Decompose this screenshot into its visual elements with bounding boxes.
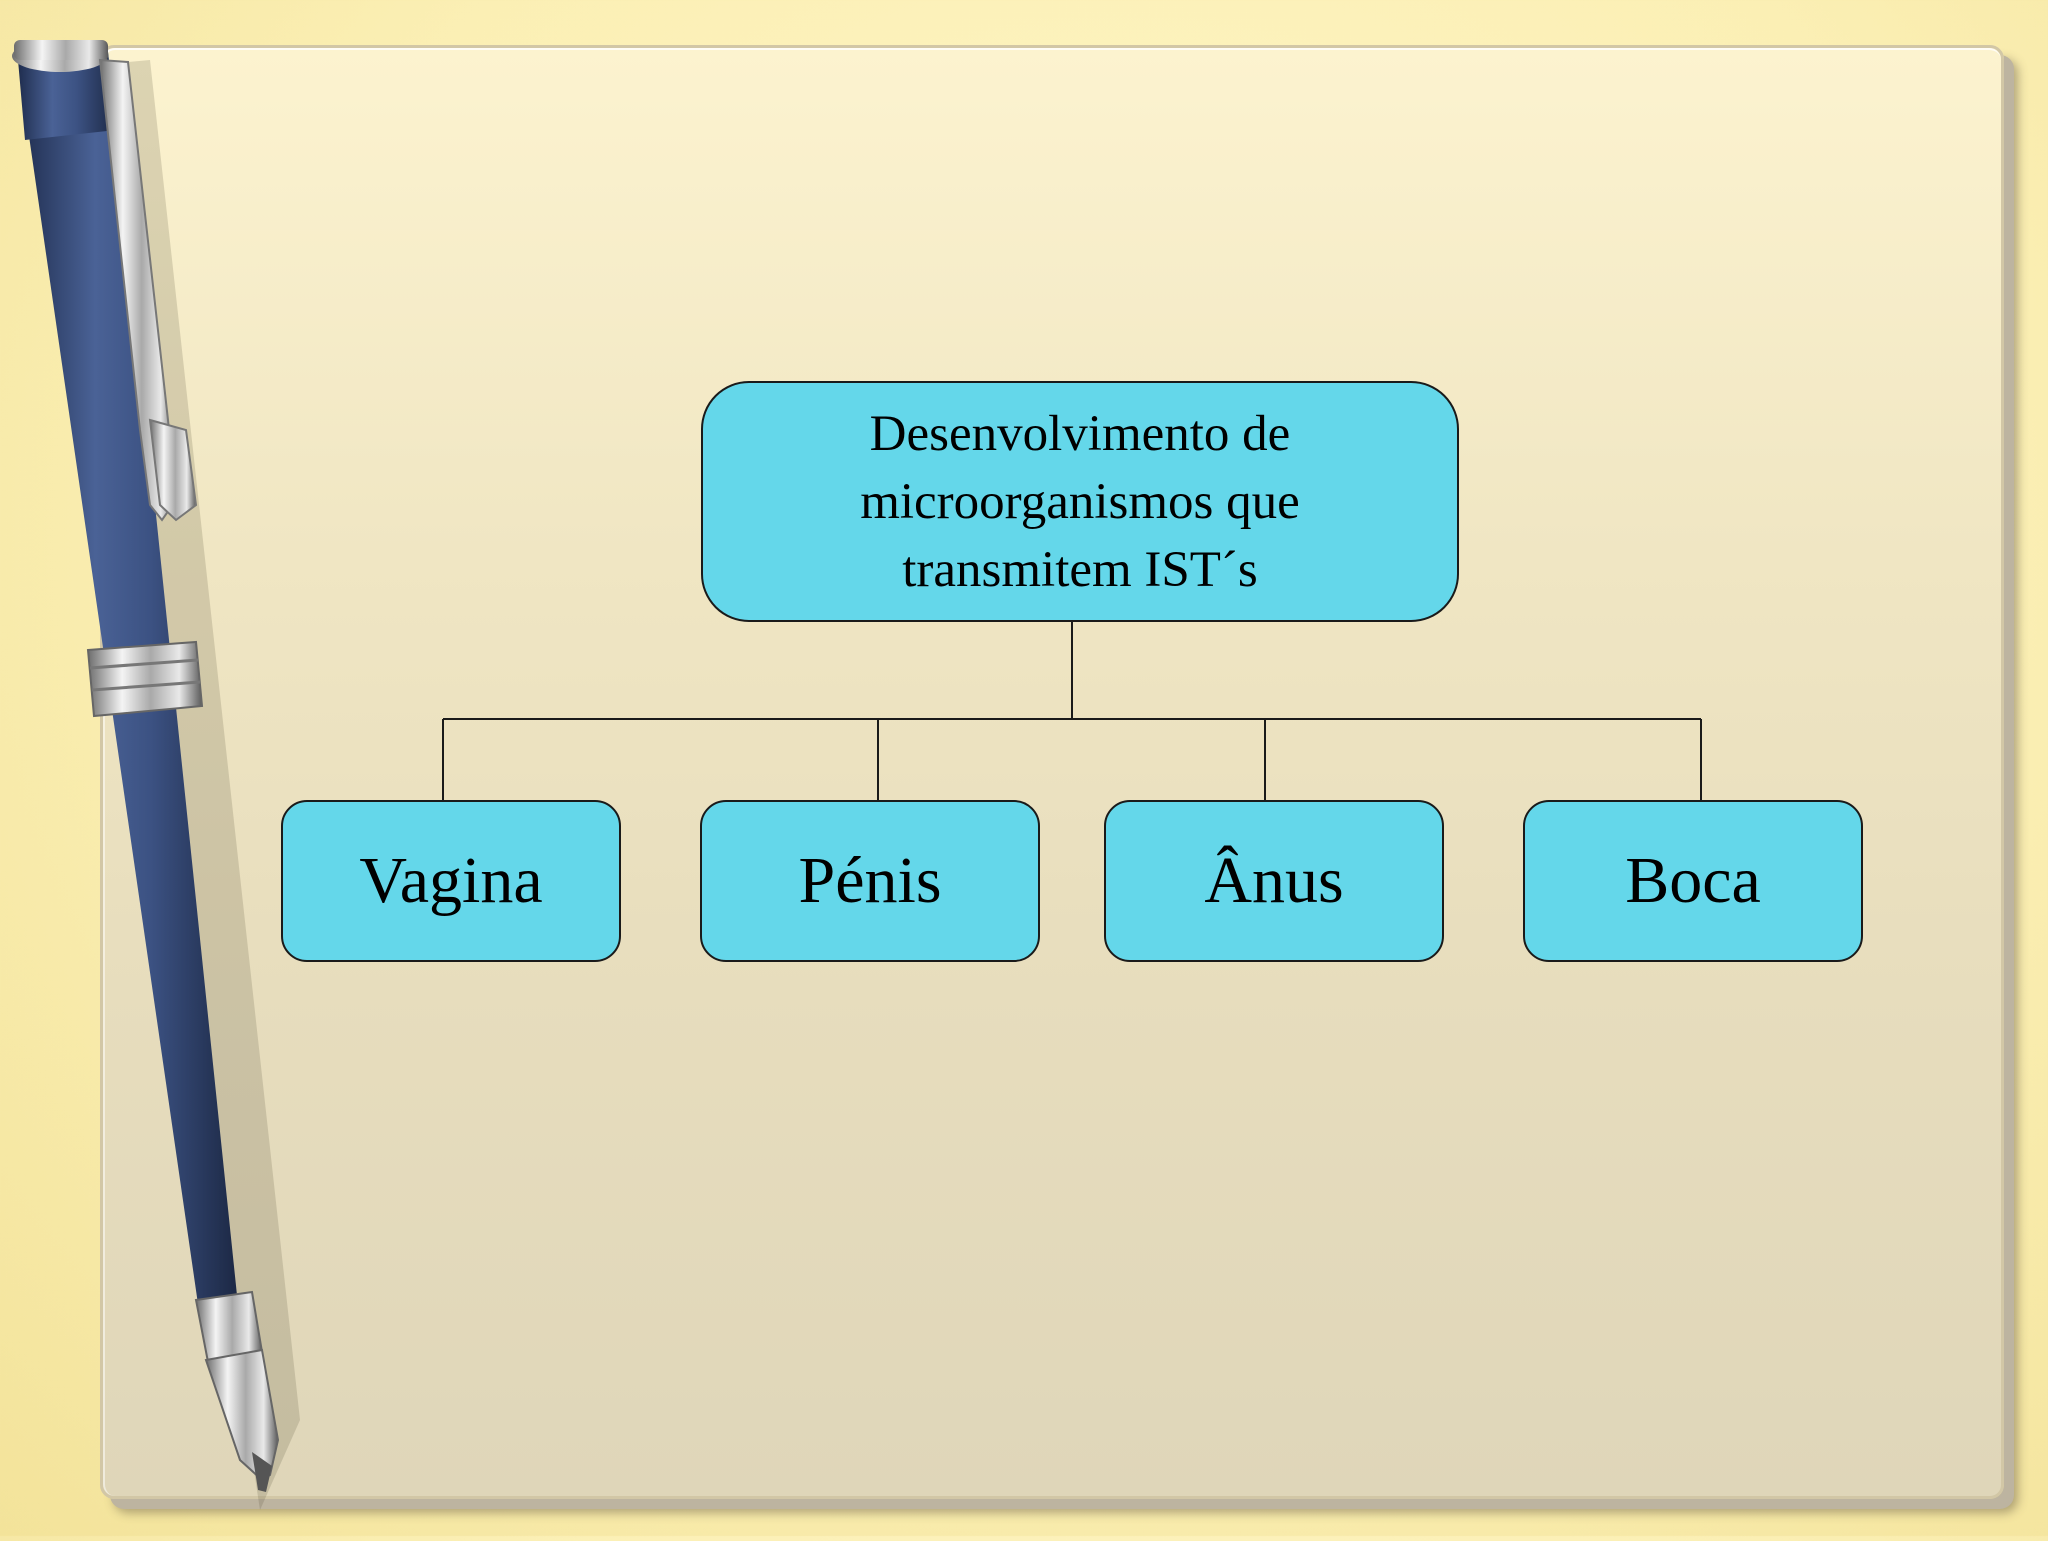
pen-icon xyxy=(12,40,300,1510)
root-node-label: Desenvolvimento de microorganismos que t… xyxy=(860,405,1300,598)
child-node-label: Pénis xyxy=(798,844,942,917)
slide-panel xyxy=(100,45,2004,1499)
child-node-label: Vagina xyxy=(359,844,543,917)
child-node-label: Boca xyxy=(1625,844,1761,917)
child-node-label: Ânus xyxy=(1204,844,1344,917)
child-node-vagina: Vagina xyxy=(281,800,621,962)
root-node: Desenvolvimento de microorganismos que t… xyxy=(701,381,1459,622)
child-node-boca: Boca xyxy=(1523,800,1863,962)
child-node-anus: Ânus xyxy=(1104,800,1444,962)
child-node-penis: Pénis xyxy=(700,800,1040,962)
